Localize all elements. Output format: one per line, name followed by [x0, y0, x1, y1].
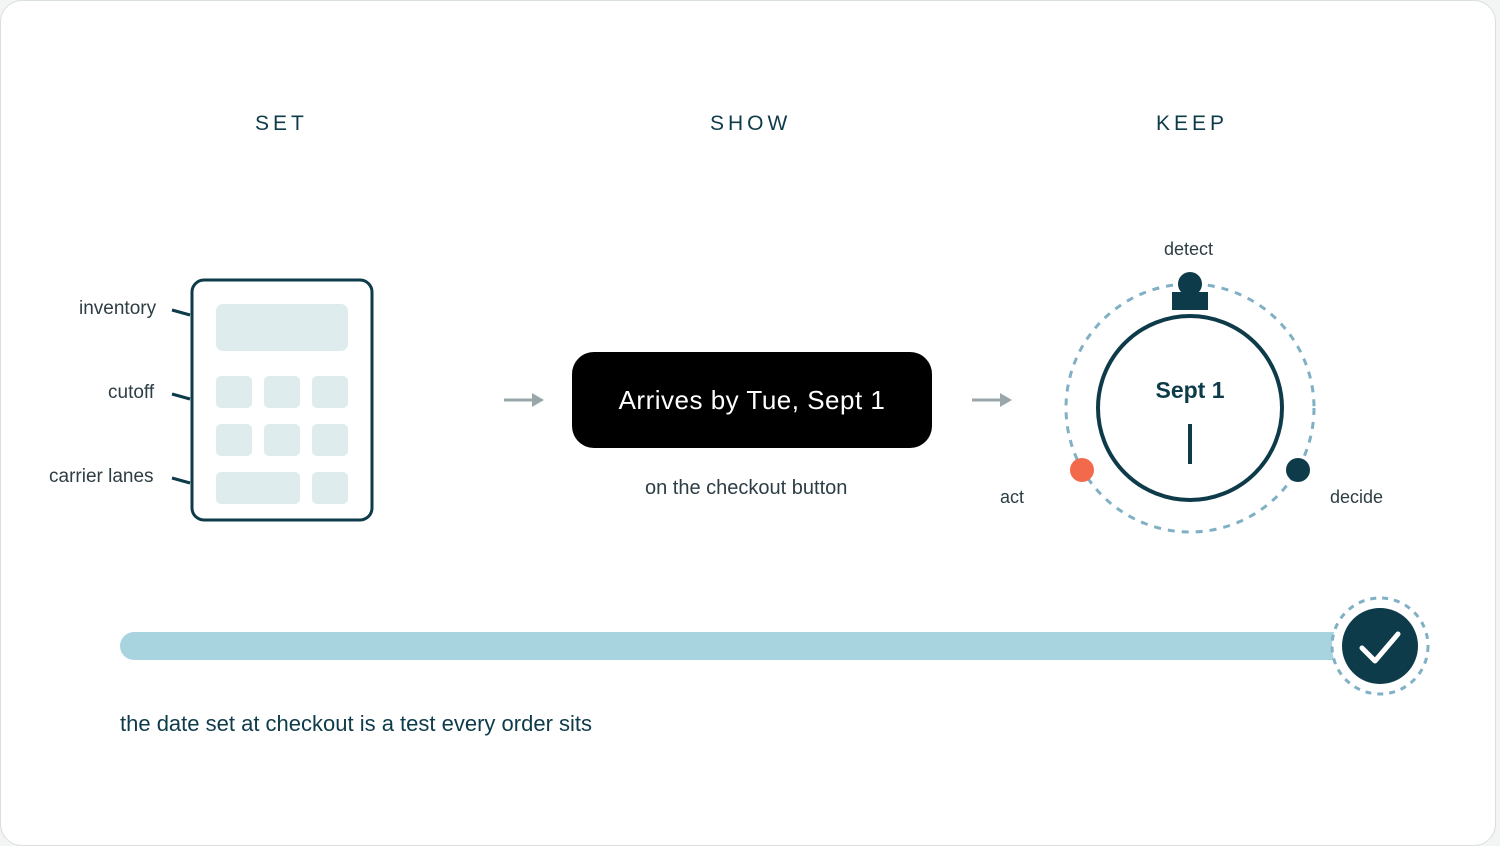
inventory-field — [216, 304, 348, 351]
carrier-lane-cell — [312, 472, 348, 504]
label-carrier-lanes: carrier lanes — [49, 466, 154, 487]
show-caption: on the checkout button — [645, 477, 848, 499]
heading-show: SHOW — [710, 112, 792, 135]
leader-line-cutoff — [171, 392, 191, 401]
stopwatch-face — [1096, 314, 1284, 502]
checkout-date-pill: Arrives by Tue, Sept 1 — [572, 352, 932, 448]
carrier-lane-cell — [216, 472, 300, 504]
act-node — [1070, 458, 1094, 482]
cutoff-cell — [216, 376, 252, 408]
label-decide: decide — [1330, 487, 1384, 507]
cycle-ring — [1064, 282, 1316, 534]
label-act: act — [1000, 487, 1025, 507]
set-panel — [190, 278, 374, 522]
cutoff-cell — [264, 424, 300, 456]
leader-line-inventory — [171, 308, 191, 317]
leader-line-carrier-lanes — [171, 476, 191, 485]
cutoff-cell — [264, 376, 300, 408]
arrow-right-icon — [972, 393, 1012, 407]
label-cutoff: cutoff — [108, 382, 155, 403]
label-detect: detect — [1164, 239, 1214, 259]
heading-set: SET — [255, 112, 308, 135]
completion-badge — [1342, 608, 1418, 684]
label-inventory: inventory — [79, 298, 157, 319]
stopwatch-crown — [1172, 292, 1208, 310]
progress-bar — [120, 632, 1370, 660]
arrow-right-icon — [504, 393, 544, 407]
detect-node — [1178, 272, 1202, 296]
stopwatch-date: Sept 1 — [1155, 377, 1225, 403]
heading-keep: KEEP — [1156, 112, 1229, 135]
cutoff-cell — [312, 376, 348, 408]
footer-text: the date set at checkout is a test every… — [120, 711, 593, 736]
cutoff-cell — [216, 424, 252, 456]
decide-node — [1286, 458, 1310, 482]
checkout-date-text: Arrives by Tue, Sept 1 — [618, 384, 886, 415]
stopwatch-icon — [1064, 272, 1316, 534]
checkmark-icon — [1359, 631, 1401, 664]
cutoff-cell — [312, 424, 348, 456]
